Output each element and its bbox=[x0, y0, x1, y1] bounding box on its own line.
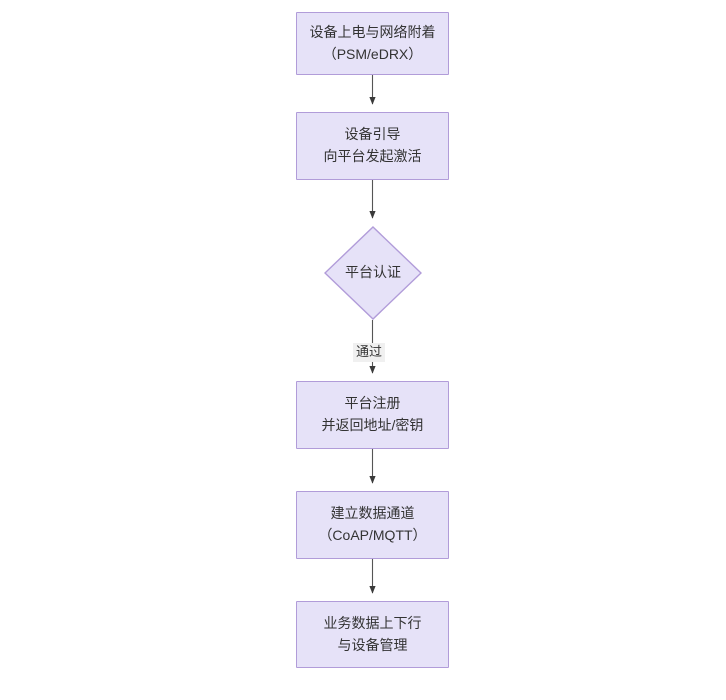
edge-label-pass: 通过 bbox=[353, 343, 386, 362]
node-data-channel[interactable]: 建立数据通道 （CoAP/MQTT） bbox=[296, 491, 449, 559]
node-platform-register[interactable]: 平台注册 并返回地址/密钥 bbox=[296, 381, 449, 449]
edge-label-pass-text: 通过 bbox=[356, 344, 383, 359]
node-platform-auth-label: 平台认证 bbox=[345, 264, 401, 281]
diamond-shape-icon bbox=[324, 226, 422, 320]
node-business-data[interactable]: 业务数据上下行 与设备管理 bbox=[296, 601, 449, 668]
node-business-data-line-1: 业务数据上下行 bbox=[323, 614, 422, 631]
node-business-data-line-2: 与设备管理 bbox=[337, 636, 408, 653]
node-power-on[interactable]: 设备上电与网络附着 （PSM/eDRX） bbox=[296, 12, 449, 75]
node-bootstrap-line-1: 设备引导 bbox=[344, 126, 401, 143]
node-platform-auth[interactable]: 平台认证 bbox=[324, 226, 422, 320]
node-data-channel-line-1: 建立数据通道 bbox=[330, 505, 415, 522]
node-platform-register-line-2: 并返回地址/密钥 bbox=[321, 417, 424, 433]
node-power-on-line-2: （PSM/eDRX） bbox=[322, 45, 423, 62]
node-bootstrap-line-2: 向平台发起激活 bbox=[323, 148, 422, 164]
node-bootstrap[interactable]: 设备引导 向平台发起激活 bbox=[296, 112, 449, 180]
node-power-on-line-1: 设备上电与网络附着 bbox=[309, 23, 436, 40]
node-data-channel-line-2: （CoAP/MQTT） bbox=[318, 527, 427, 543]
node-platform-register-line-1: 平台注册 bbox=[344, 395, 401, 412]
